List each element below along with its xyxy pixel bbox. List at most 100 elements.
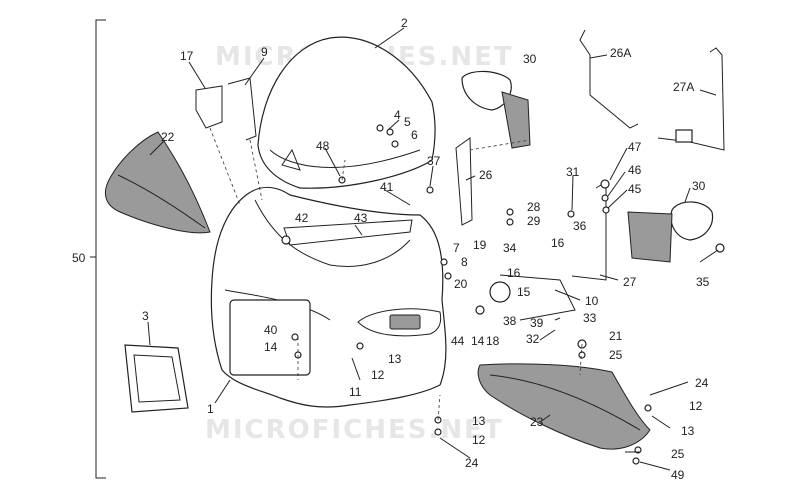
bolt-42 bbox=[281, 235, 291, 245]
callout-17: 17 bbox=[180, 49, 194, 63]
washer-6 bbox=[391, 140, 399, 148]
washer-12b bbox=[644, 404, 652, 412]
callout-27: 27 bbox=[623, 275, 637, 289]
callout-9: 9 bbox=[261, 45, 268, 59]
windscreen-trim bbox=[269, 149, 421, 168]
watermark-bottom: MICROFICHES.NET bbox=[205, 415, 504, 445]
callout-16-mid: 16 bbox=[507, 266, 521, 280]
washer-29 bbox=[506, 218, 514, 226]
bracket-26 bbox=[455, 137, 473, 226]
fairing-vent-opening bbox=[229, 299, 311, 376]
callout-20: 20 bbox=[454, 277, 468, 291]
bracket-18 bbox=[489, 281, 511, 303]
fairing-indicator-recess bbox=[357, 308, 442, 337]
callout-26: 26 bbox=[479, 168, 493, 182]
callout-14-left: 14 bbox=[264, 340, 278, 354]
washer-14b bbox=[475, 305, 485, 315]
callout-37: 37 bbox=[427, 154, 441, 168]
callout-21: 21 bbox=[609, 329, 623, 343]
callout-41: 41 bbox=[380, 180, 394, 194]
windscreen bbox=[257, 36, 436, 189]
bolt-28 bbox=[506, 208, 514, 216]
callout-22: 22 bbox=[161, 130, 175, 144]
windscreen-clip bbox=[281, 148, 301, 171]
callout-23: 23 bbox=[530, 415, 544, 429]
bracket-26a bbox=[579, 29, 639, 129]
callout-31: 31 bbox=[566, 165, 580, 179]
callout-12-mid: 12 bbox=[371, 368, 385, 382]
washer-46 bbox=[601, 194, 609, 202]
callout-12-bottom: 12 bbox=[472, 433, 486, 447]
callout-28: 28 bbox=[527, 200, 541, 214]
callout-32: 32 bbox=[526, 332, 540, 346]
callout-13-bottom: 13 bbox=[472, 414, 486, 428]
assembly-line-f bbox=[579, 343, 583, 376]
callout-34: 34 bbox=[503, 241, 517, 255]
spacer-47 bbox=[600, 179, 610, 189]
bracket-17 bbox=[195, 85, 223, 129]
callout-14-right: 14 bbox=[471, 334, 485, 348]
washer-40 bbox=[291, 333, 299, 341]
callout-30-top: 30 bbox=[523, 52, 537, 66]
callout-50: 50 bbox=[72, 251, 86, 265]
callout-2: 2 bbox=[401, 16, 408, 30]
assembly-line-b bbox=[249, 139, 263, 201]
washer-12c bbox=[434, 428, 442, 436]
callout-8: 8 bbox=[461, 255, 468, 269]
callout-16-top: 16 bbox=[551, 236, 565, 250]
callout-44: 44 bbox=[451, 334, 465, 348]
callout-5: 5 bbox=[404, 115, 411, 129]
bolt-37 bbox=[426, 186, 434, 194]
callout-4: 4 bbox=[394, 108, 401, 122]
callout-48: 48 bbox=[316, 139, 330, 153]
callout-25-mid: 25 bbox=[609, 348, 623, 362]
callout-13-right: 13 bbox=[681, 424, 695, 438]
callout-42: 42 bbox=[295, 211, 309, 225]
callout-46: 46 bbox=[628, 163, 642, 177]
callout-10: 10 bbox=[585, 294, 599, 308]
callout-19: 19 bbox=[473, 238, 487, 252]
washer-31 bbox=[567, 210, 575, 218]
callout-25-right: 25 bbox=[671, 447, 685, 461]
vent-frame bbox=[124, 344, 189, 413]
assembly-bracket bbox=[95, 19, 106, 479]
callout-15: 15 bbox=[517, 285, 531, 299]
vent-frame-inner bbox=[133, 354, 181, 403]
callout-43: 43 bbox=[354, 211, 368, 225]
screw-4 bbox=[376, 124, 384, 132]
washer-13 bbox=[356, 342, 364, 350]
callout-7: 7 bbox=[453, 241, 460, 255]
callout-27a: 27A bbox=[673, 80, 694, 94]
callout-33: 33 bbox=[583, 311, 597, 325]
callout-26a: 26A bbox=[610, 46, 631, 60]
callout-35: 35 bbox=[696, 275, 710, 289]
bracket-27a-clamp bbox=[675, 129, 693, 143]
mirror-left-stalk bbox=[501, 91, 531, 149]
fairing-inner-edge bbox=[254, 199, 411, 267]
washer-5 bbox=[386, 128, 394, 136]
assembly-line-d bbox=[469, 139, 531, 151]
left-air-duct bbox=[104, 131, 211, 234]
callout-6: 6 bbox=[411, 128, 418, 142]
callout-11: 11 bbox=[349, 385, 362, 399]
nut-8 bbox=[444, 272, 452, 280]
mirror-right-stalk bbox=[627, 211, 673, 263]
assembly-line-a bbox=[209, 127, 241, 206]
callout-45: 45 bbox=[628, 182, 642, 196]
leader-lines bbox=[147, 27, 719, 471]
callout-29: 29 bbox=[527, 214, 541, 228]
callout-40: 40 bbox=[264, 323, 278, 337]
nut-49 bbox=[632, 457, 640, 465]
callout-24-bottom: 24 bbox=[465, 456, 479, 470]
callout-30-right: 30 bbox=[692, 179, 706, 193]
assembly-line-e bbox=[437, 394, 441, 421]
callout-36: 36 bbox=[573, 219, 587, 233]
callout-24-right: 24 bbox=[695, 376, 709, 390]
callout-18: 18 bbox=[486, 334, 500, 348]
washer-7 bbox=[440, 258, 448, 266]
turn-signal-lens bbox=[389, 314, 421, 330]
callout-39: 39 bbox=[530, 316, 544, 330]
callout-3: 3 bbox=[142, 309, 149, 323]
